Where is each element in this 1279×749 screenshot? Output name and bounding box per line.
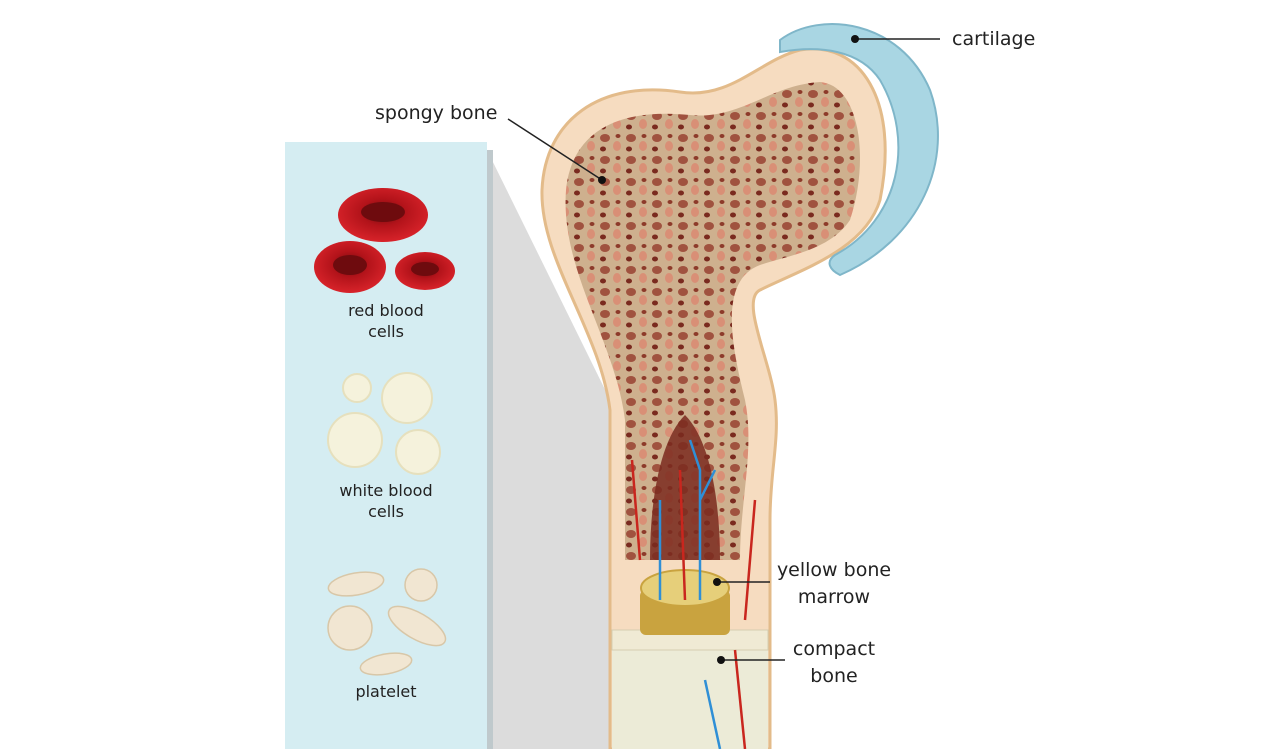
spongy-bone-region — [565, 82, 860, 560]
red-blood-cells-icon — [314, 188, 455, 293]
spongy-bone-dot — [598, 176, 606, 184]
compact-bone-label-2: bone — [810, 665, 857, 687]
zoom-shadow — [487, 150, 620, 749]
platelets-icon — [327, 568, 447, 676]
red-blood-cells-label: red blood — [348, 301, 424, 320]
red-marrow-cavity — [650, 415, 720, 560]
cartilage-dot — [851, 35, 859, 43]
white-blood-cells-label-2: cells — [368, 502, 404, 521]
blood-vessels — [630, 439, 757, 749]
yellow-marrow-label: yellow bone — [777, 559, 891, 581]
yellow-marrow-dot — [713, 578, 721, 586]
cartilage-cap — [779, 23, 939, 277]
red-blood-cells-label-2: cells — [368, 322, 404, 341]
compact-bone-dot — [717, 656, 725, 664]
blood-cells-panel — [285, 142, 487, 749]
spongy-bone-label: spongy bone — [375, 102, 497, 124]
white-blood-cells-label: white blood — [339, 481, 432, 500]
white-blood-cells-icon — [327, 372, 441, 475]
spongy-bone-leader — [507, 118, 603, 181]
yellow-marrow-label-2: marrow — [798, 586, 870, 608]
compact-bone-label: compact — [793, 638, 875, 660]
cartilage-label: cartilage — [952, 28, 1035, 50]
platelet-label: platelet — [355, 682, 416, 701]
